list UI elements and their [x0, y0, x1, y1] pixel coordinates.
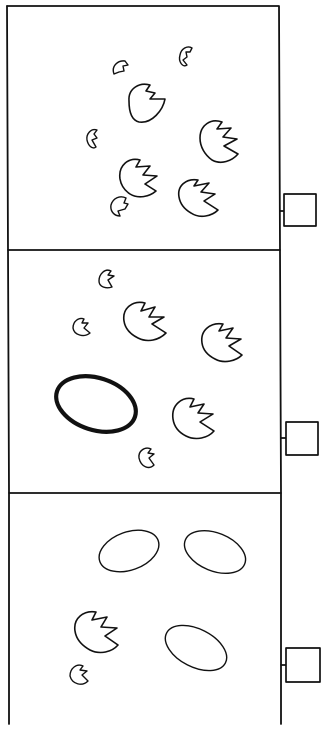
small-shell-fragment [180, 47, 192, 66]
panel-3 [70, 522, 252, 684]
hatched-shell [120, 159, 157, 196]
side-box-3 [281, 648, 320, 682]
hatched-shell [179, 180, 218, 217]
hatched-shell [124, 302, 166, 340]
hatched-shell [173, 398, 214, 438]
small-shell-fragment [87, 130, 97, 148]
hatched-shell [202, 324, 242, 362]
egg [93, 523, 164, 580]
hatched-shell [129, 84, 165, 122]
small-shell-fragment [139, 448, 154, 467]
panel-1 [87, 47, 238, 216]
side-box-1 [280, 194, 316, 226]
egg [158, 616, 234, 680]
small-shell-fragment [111, 197, 128, 216]
hatched-shell [200, 121, 238, 162]
hatched-shell [75, 612, 118, 653]
panel-2 [49, 270, 242, 467]
side-box-2 [281, 422, 318, 455]
small-shell-fragment [73, 318, 90, 335]
bold-egg [49, 367, 143, 442]
small-shell-fragment [70, 665, 88, 684]
egg [178, 522, 252, 581]
small-shell-fragment [113, 61, 128, 74]
small-shell-fragment [99, 270, 114, 288]
